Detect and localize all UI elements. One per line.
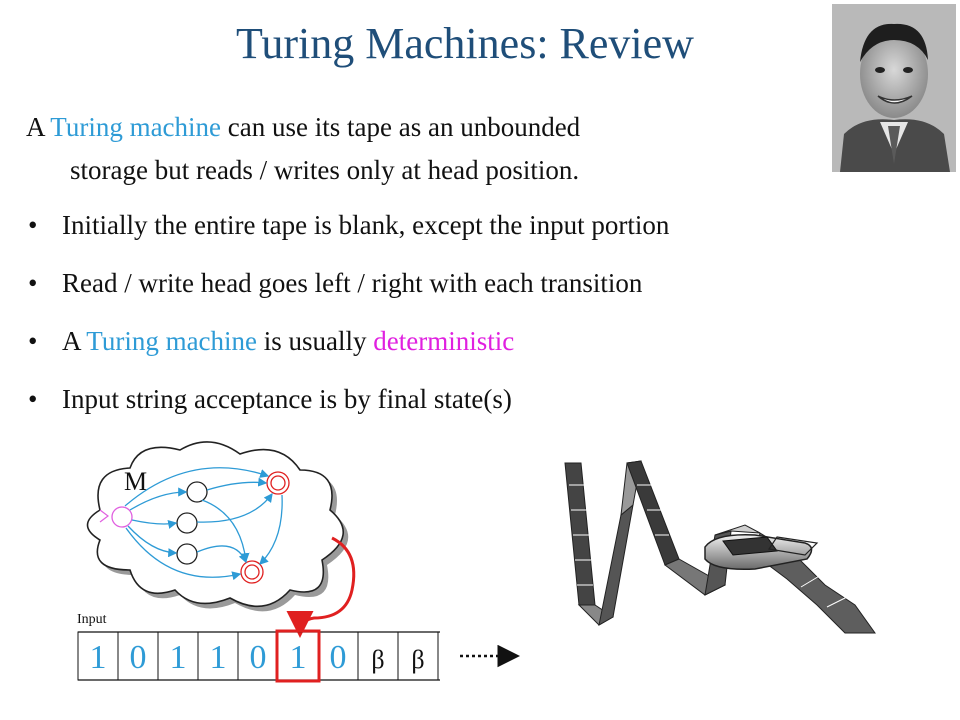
bullet-list: • Initially the entire tape is blank, ex… <box>26 205 669 437</box>
state-graph <box>111 471 290 584</box>
transitions <box>124 467 283 581</box>
intro-paragraph: A Turing machine can use its tape as an … <box>26 106 580 192</box>
bullet-dot: • <box>28 210 38 240</box>
portrait-photo <box>832 4 956 172</box>
tape-symbol: 1 <box>90 639 107 676</box>
bullet-item: • Input string acceptance is by final st… <box>26 379 669 437</box>
tape-symbol: 0 <box>250 639 267 676</box>
start-arrow <box>99 509 109 523</box>
tape-symbol: 1 <box>210 639 227 676</box>
bullet-dot: • <box>28 326 38 356</box>
bullet-dot: • <box>28 384 38 414</box>
head-position-highlight <box>275 629 321 683</box>
tape-symbol: β <box>411 645 424 674</box>
tape-film-illustration <box>564 460 876 634</box>
tape-symbol: 1 <box>170 639 187 676</box>
state <box>186 481 208 503</box>
bullet-item: • Read / write head goes left / right wi… <box>26 263 669 321</box>
intro-prefix: A <box>26 112 51 142</box>
bullet-term: Turing machine <box>86 326 258 356</box>
turing-machine-diagram: M Input <box>77 441 520 683</box>
bullet-text: Read / write head goes left / right with… <box>62 268 643 298</box>
bullet-item: • Initially the entire tape is blank, ex… <box>26 205 669 263</box>
state <box>176 512 198 534</box>
bullet-emph: deterministic <box>373 326 515 356</box>
start-state <box>111 506 133 528</box>
final-state-inner <box>244 564 260 580</box>
final-state-inner <box>270 475 286 491</box>
tape-cell <box>397 631 439 681</box>
state <box>176 543 198 565</box>
tape-symbol: 0 <box>130 639 147 676</box>
bullet-text: Input string acceptance is by final stat… <box>62 384 512 414</box>
bullet-dot: • <box>28 268 38 298</box>
slide-title: Turing Machines: Review <box>236 19 694 68</box>
head-arrow <box>286 536 356 638</box>
tape-symbol: 0 <box>330 639 347 676</box>
tape-label: Input <box>77 612 107 627</box>
intro-term: Turing machine <box>50 112 222 142</box>
bullet-item: • A Turing machine is usually determinis… <box>26 321 669 379</box>
read-write-head <box>704 534 819 571</box>
machine-label: M <box>124 467 147 496</box>
intro-rest: can use its tape as an unbounded <box>221 112 581 142</box>
tape-symbol: β <box>371 645 384 674</box>
tape-symbol: 1 <box>290 639 307 676</box>
bullet-text: Initially the entire tape is blank, exce… <box>62 210 670 240</box>
bullet-prefix: A <box>62 326 87 356</box>
intro-line-2: storage but reads / writes only at head … <box>70 155 580 185</box>
bullet-mid: is usually <box>257 326 374 356</box>
